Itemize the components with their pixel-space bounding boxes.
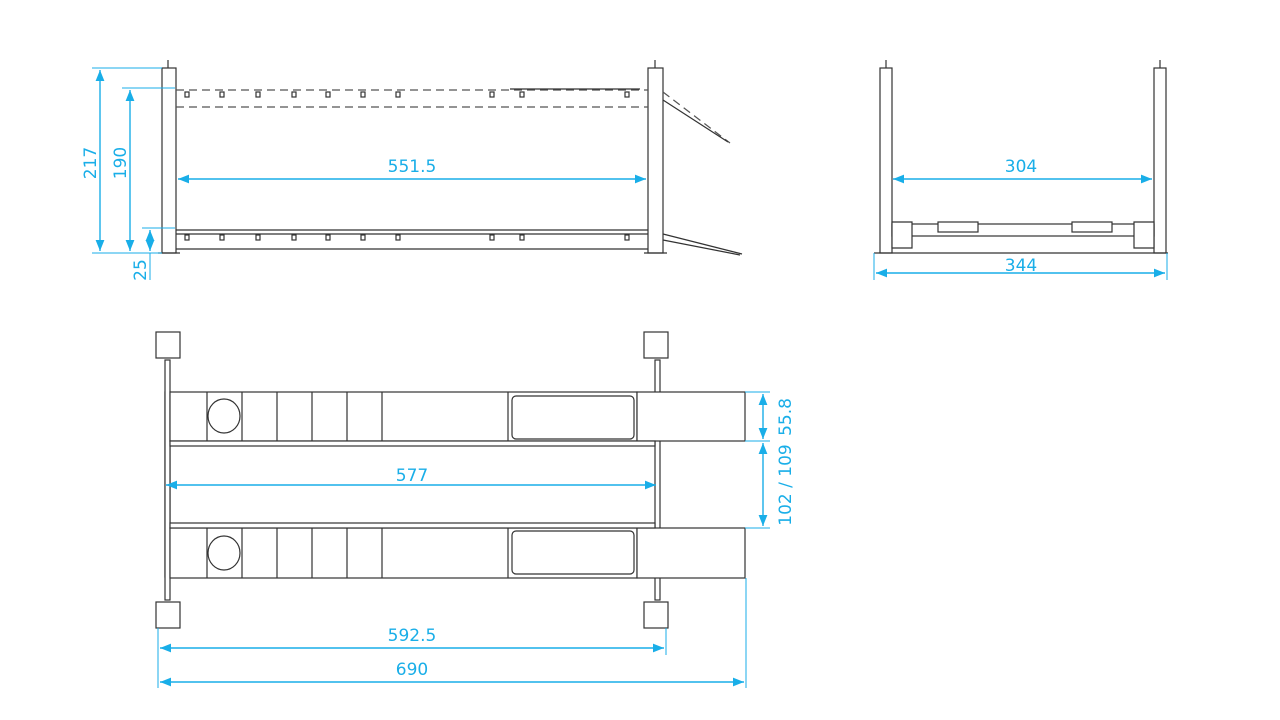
dim-690: 690 — [396, 660, 428, 680]
bracket — [360, 91, 366, 98]
runway-top — [169, 391, 746, 447]
top-view — [155, 331, 746, 629]
left-post — [161, 67, 177, 254]
dimensions: 217 190 25 551.5 304 344 577 592.5 690 5… — [81, 67, 1168, 688]
bracket — [255, 234, 261, 241]
bracket — [624, 234, 630, 241]
bracket — [395, 91, 401, 98]
dim-190: 190 — [111, 147, 131, 179]
bracket — [325, 234, 331, 241]
dim-55-8: 55.8 — [776, 398, 796, 436]
bracket — [184, 91, 190, 98]
bracket — [395, 234, 401, 241]
dim-592-5: 592.5 — [388, 626, 437, 646]
dim-551-5: 551.5 — [388, 157, 437, 177]
bracket — [291, 91, 297, 98]
post-base — [155, 601, 181, 629]
bracket — [519, 91, 525, 98]
bracket — [219, 91, 225, 98]
bracket — [325, 91, 331, 98]
side-view — [158, 60, 743, 256]
bracket — [519, 234, 525, 241]
runway-bottom — [169, 522, 746, 579]
bracket — [489, 91, 495, 98]
bracket — [360, 234, 366, 241]
dim-102-109: 102 / 109 — [776, 444, 796, 525]
end-view — [874, 60, 1168, 254]
post-base — [643, 331, 669, 359]
bracket — [219, 234, 225, 241]
right-post — [647, 67, 664, 254]
bracket — [624, 91, 630, 98]
bracket — [184, 234, 190, 241]
raised-ramp — [662, 91, 731, 144]
dim-217: 217 — [81, 147, 101, 179]
bracket — [291, 234, 297, 241]
dim-25: 25 — [131, 259, 151, 281]
dim-304: 304 — [1005, 157, 1037, 177]
bracket — [489, 234, 495, 241]
post-base — [155, 331, 181, 359]
lowered-ramp — [662, 233, 743, 255]
dim-344: 344 — [1005, 256, 1037, 276]
dim-577: 577 — [396, 466, 428, 486]
bracket — [255, 91, 261, 98]
post-base — [643, 601, 669, 629]
